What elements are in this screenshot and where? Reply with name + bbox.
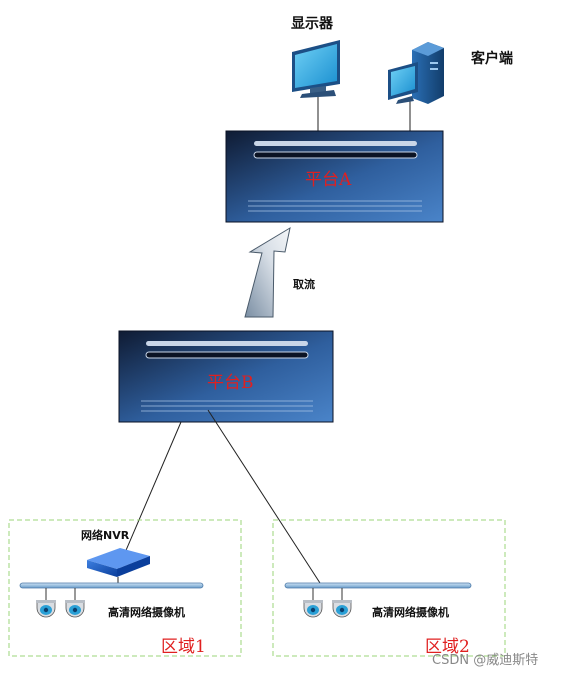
zone1-camera-2-icon bbox=[65, 588, 85, 618]
arrow-label: 取流 bbox=[293, 278, 315, 291]
nvr-icon bbox=[87, 548, 150, 585]
watermark: CSDN @威迪斯特 bbox=[432, 653, 539, 668]
client-label: 客户端 bbox=[471, 51, 513, 67]
zone1-link-line bbox=[117, 421, 182, 570]
zone2-label: 区域2 bbox=[425, 637, 470, 657]
zone1-camera-label: 高清网络摄像机 bbox=[108, 606, 185, 619]
zone1-label: 区域1 bbox=[161, 637, 206, 657]
zone2-border bbox=[272, 519, 506, 657]
zone1-camera-1-icon bbox=[36, 588, 56, 618]
client-pc-icon bbox=[388, 42, 444, 104]
zone2-network-bus bbox=[284, 582, 472, 589]
zone2-camera-2-icon bbox=[332, 588, 352, 618]
platform-b-box bbox=[118, 330, 334, 423]
nvr-label: 网络NVR bbox=[81, 529, 130, 542]
monitor-icon bbox=[292, 40, 340, 98]
platform-b-label: 平台B bbox=[207, 373, 254, 393]
zone2-link-line bbox=[207, 409, 321, 584]
platform-a-box bbox=[225, 130, 444, 223]
zone1-border bbox=[8, 519, 242, 657]
zone1-network-bus bbox=[19, 582, 204, 589]
zone2-camera-label: 高清网络摄像机 bbox=[372, 606, 449, 619]
stream-pull-arrow bbox=[244, 226, 291, 318]
zone2-camera-1-icon bbox=[303, 588, 323, 618]
platform-a-label: 平台A bbox=[305, 170, 352, 190]
monitor-label: 显示器 bbox=[291, 16, 333, 32]
